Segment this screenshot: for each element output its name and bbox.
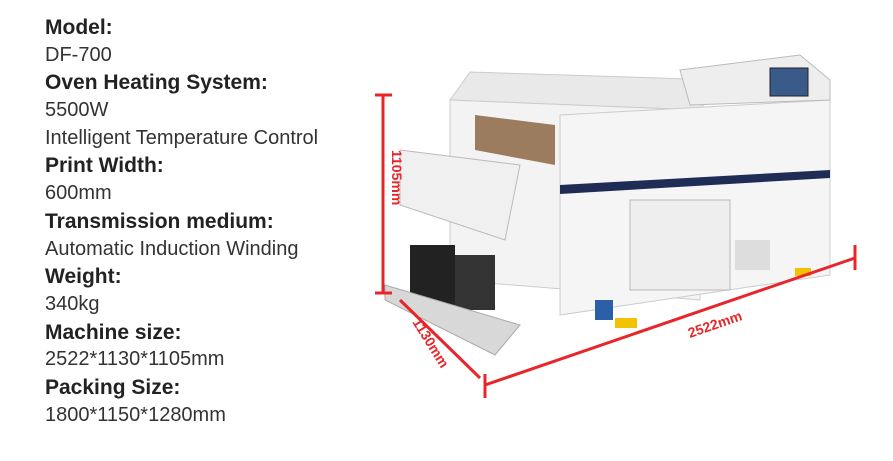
spec-label-weight: Weight: — [45, 265, 122, 289]
spec-label-model: Model: — [45, 16, 113, 39]
spec-value-transmission: Automatic Induction Winding — [45, 237, 299, 260]
spec-label-packing-size: Packing Size: — [45, 375, 181, 399]
spec-value-oven-control: Intelligent Temperature Control — [45, 126, 319, 149]
spec-value-oven-power: 5500W — [45, 99, 109, 122]
height-dimension: 1105mm — [375, 93, 405, 295]
spec-value-print-width: 600mm — [45, 182, 112, 205]
spec-value-packing-size: 1800*1150*1280mm — [45, 403, 226, 426]
spec-value-model: DF-700 — [45, 43, 112, 66]
spec-label-oven: Oven Heating System: — [45, 71, 268, 95]
spec-list: Model: DF-700 Oven Heating System: 5500W… — [45, 14, 375, 429]
spec-value-weight: 340kg — [45, 292, 100, 315]
spec-label-transmission: Transmission medium: — [45, 209, 274, 233]
height-label: 1105mm — [389, 150, 405, 205]
machine-image — [384, 54, 831, 356]
spec-label-print-width: Print Width: — [45, 154, 164, 178]
spec-value-machine-size: 2522*1130*1105mm — [45, 348, 225, 371]
spec-label-machine-size: Machine size: — [45, 320, 182, 344]
